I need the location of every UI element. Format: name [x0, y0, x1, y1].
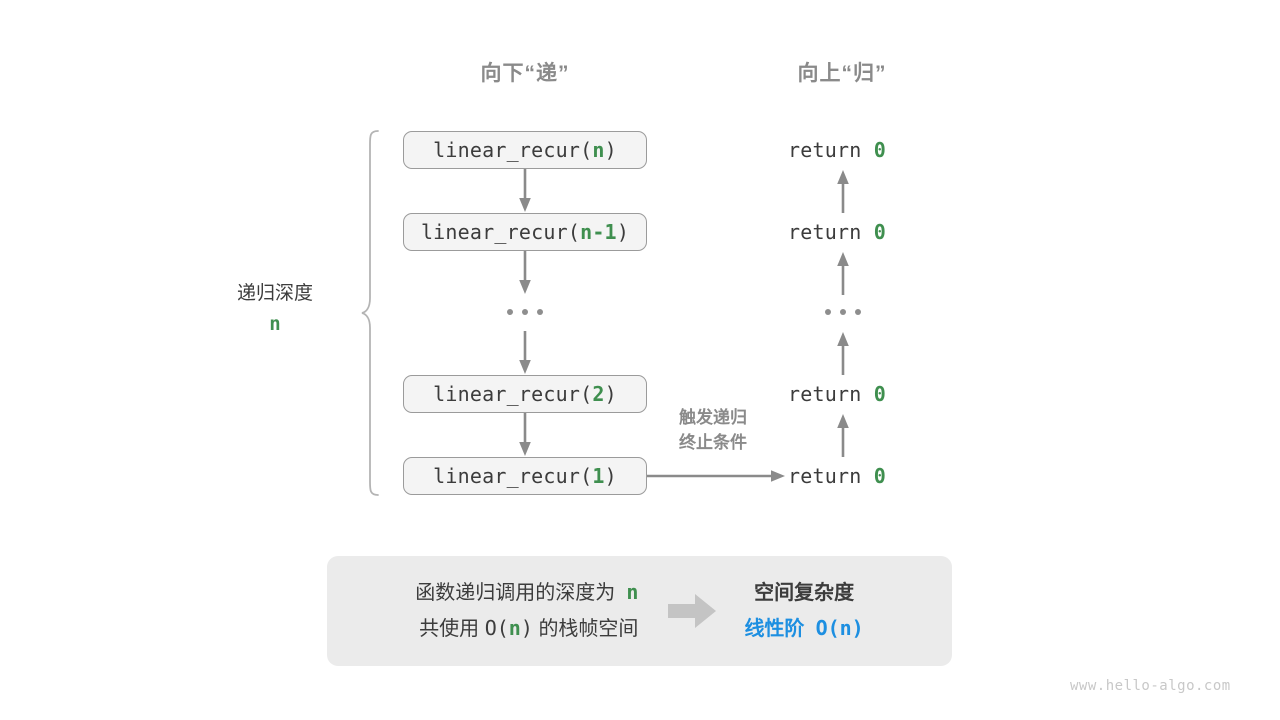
summary-left-line2-d: 的栈帧空间 [538, 618, 639, 640]
complexity-order-label: 线性阶 [744, 617, 805, 640]
call-box-prefix: linear_recur( [433, 464, 593, 488]
recursion-depth-label: 递归深度 n [185, 280, 365, 339]
return-statement-4: return 0 [788, 464, 886, 488]
column-header-up: 向上“归” [797, 62, 887, 85]
call-box-prefix: linear_recur( [420, 220, 581, 244]
return-keyword: return [788, 464, 862, 488]
call-box-2[interactable]: linear_recur(2) [403, 375, 647, 413]
complexity-bigo: O(n) [815, 615, 864, 640]
up-arrow-1 [837, 170, 849, 213]
terminate-note-line2: 终止条件 [679, 432, 747, 452]
call-box-suffix: ) [616, 220, 630, 244]
return-value: 0 [873, 220, 886, 244]
return-ellipsis [825, 309, 861, 315]
summary-right-text: 空间复杂度 线性阶 O(n) [744, 576, 863, 647]
return-value: 0 [873, 464, 886, 488]
call-box-prefix: linear_recur( [433, 382, 593, 406]
return-keyword: return [788, 138, 862, 162]
call-box-arg: n-1 [580, 220, 617, 244]
summary-left-line2-a: 共使用 [419, 618, 480, 640]
complexity-title: 空间复杂度 [754, 581, 855, 604]
return-statement-3: return 0 [788, 382, 886, 406]
call-box-prefix: linear_recur( [433, 138, 593, 162]
return-statement-2: return 0 [788, 220, 886, 244]
return-value: 0 [873, 382, 886, 406]
call-box-n[interactable]: linear_recur(n) [403, 131, 647, 169]
summary-left-text: 函数递归调用的深度为 n 共使用 O(n) 的栈帧空间 [415, 575, 638, 647]
up-arrow-2 [837, 252, 849, 295]
down-arrow-3 [519, 331, 531, 374]
call-box-arg: n [592, 138, 605, 162]
terminate-condition-note: 触发递归 终止条件 [648, 406, 778, 455]
complexity-value: 线性阶 O(n) [744, 611, 863, 647]
return-keyword: return [788, 220, 862, 244]
return-value: 0 [873, 138, 886, 162]
down-arrow-1 [519, 169, 531, 212]
thick-right-arrow-icon [668, 594, 717, 628]
call-box-suffix: ) [604, 464, 617, 488]
recursion-depth-value: n [269, 312, 281, 335]
call-box-arg: 1 [592, 464, 605, 488]
recursion-depth-text: 递归深度 [236, 283, 313, 304]
summary-left-line2: 共使用 O(n) 的栈帧空间 [415, 611, 638, 647]
call-box-suffix: ) [604, 382, 617, 406]
complexity-summary-panel: 函数递归调用的深度为 n 共使用 O(n) 的栈帧空间 空间复杂度 线性阶 O(… [327, 556, 952, 666]
call-stack-ellipsis [507, 309, 543, 315]
site-watermark: www.hello-algo.com [1070, 678, 1231, 694]
call-box-n-minus-1[interactable]: linear_recur(n-1) [403, 213, 647, 251]
down-arrow-2 [519, 251, 531, 294]
column-header-down: 向下“递” [480, 62, 570, 85]
summary-left-line2-var: n [508, 616, 521, 640]
up-arrow-4 [837, 414, 849, 457]
call-box-1[interactable]: linear_recur(1) [403, 457, 647, 495]
recursion-depth-brace [361, 130, 379, 496]
return-statement-1: return 0 [788, 138, 886, 162]
return-keyword: return [788, 382, 862, 406]
summary-left-line1-text: 函数递归调用的深度为 [415, 582, 616, 604]
summary-left-line2-b: O( [484, 616, 509, 640]
down-arrow-4 [519, 413, 531, 456]
call-box-arg: 2 [592, 382, 605, 406]
summary-left-line2-c: ) [520, 616, 533, 640]
summary-left-line1: 函数递归调用的深度为 n [415, 575, 638, 611]
call-box-suffix: ) [604, 138, 617, 162]
base-case-arrow [647, 470, 785, 482]
summary-left-line1-var: n [626, 580, 639, 604]
up-arrow-3 [837, 332, 849, 375]
terminate-note-line1: 触发递归 [679, 408, 747, 427]
